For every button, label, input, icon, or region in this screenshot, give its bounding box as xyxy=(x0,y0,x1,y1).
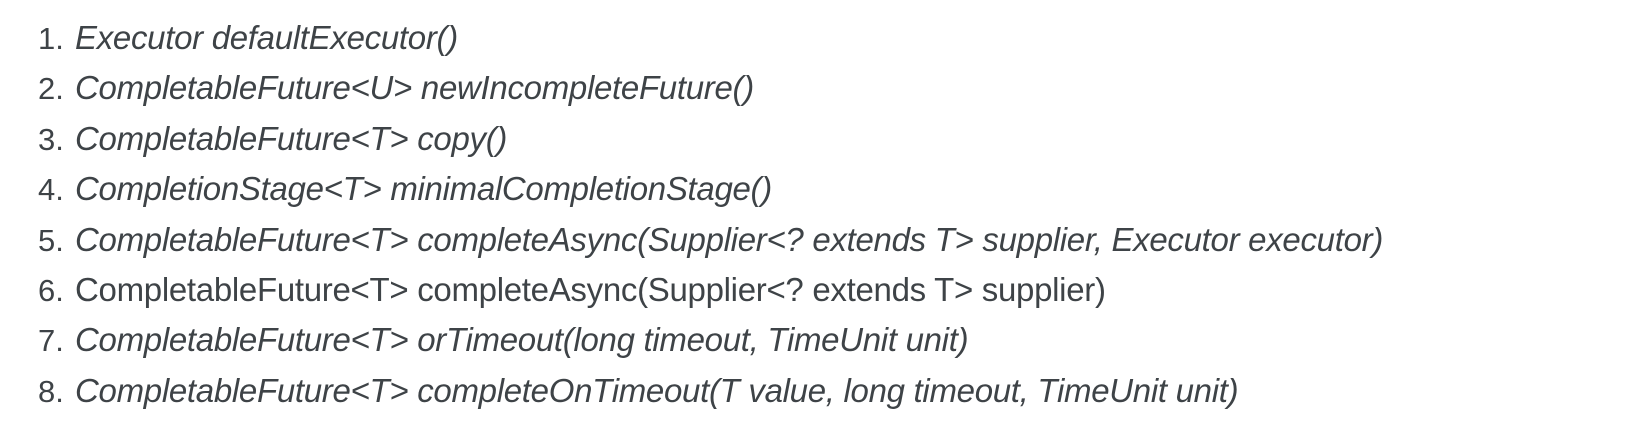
list-item: 2. CompletableFuture<U> newIncompleteFut… xyxy=(38,63,1630,113)
list-item-number: 3. xyxy=(38,121,64,157)
method-signature: CompletableFuture<U> newIncompleteFuture… xyxy=(75,69,754,107)
method-signature: CompletableFuture<T> completeOnTimeout(T… xyxy=(75,371,1239,409)
list-item: 6. CompletableFuture<T> completeAsync(Su… xyxy=(38,265,1630,315)
method-signature: CompletionStage<T> minimalCompletionStag… xyxy=(75,170,772,208)
list-item: 4. CompletionStage<T> minimalCompletionS… xyxy=(38,164,1630,214)
list-item-number: 4. xyxy=(38,172,64,208)
list-item: 8. CompletableFuture<T> completeOnTimeou… xyxy=(38,366,1630,416)
method-list: 1. Executor defaultExecutor() 2. Complet… xyxy=(38,13,1630,416)
list-item: 5. CompletableFuture<T> completeAsync(Su… xyxy=(38,215,1630,265)
list-item: 3. CompletableFuture<T> copy() xyxy=(38,114,1630,164)
list-item: 1. Executor defaultExecutor() xyxy=(38,13,1630,63)
method-signature: CompletableFuture<T> orTimeout(long time… xyxy=(75,321,969,359)
method-signature: CompletableFuture<T> copy() xyxy=(75,119,508,157)
list-item-number: 6. xyxy=(38,273,64,309)
list-item-number: 7. xyxy=(38,323,64,359)
method-signature: CompletableFuture<T> completeAsync(Suppl… xyxy=(75,220,1384,258)
list-item-number: 8. xyxy=(38,373,64,409)
list-item-number: 5. xyxy=(38,222,64,258)
method-signature: CompletableFuture<T> completeAsync(Suppl… xyxy=(75,271,1106,309)
list-item-number: 1. xyxy=(38,21,64,56)
method-signature: Executor defaultExecutor() xyxy=(75,19,458,56)
list-item-number: 2. xyxy=(38,71,64,107)
list-item: 7. CompletableFuture<T> orTimeout(long t… xyxy=(38,315,1630,365)
